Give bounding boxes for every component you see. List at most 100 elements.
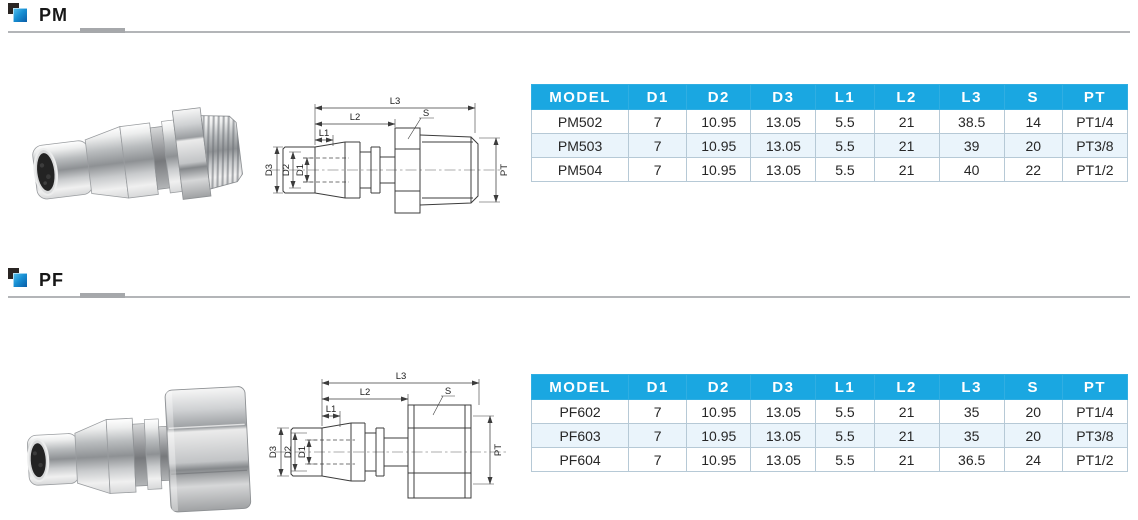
table-cell: 21 bbox=[873, 157, 940, 182]
column-header: D1 bbox=[628, 374, 688, 400]
table-cell: PF603 bbox=[530, 423, 630, 448]
table-cell: PM504 bbox=[530, 157, 630, 182]
dim-label-s: S bbox=[423, 108, 429, 119]
dim-label-pt: PT bbox=[499, 164, 508, 176]
table-cell: 21 bbox=[873, 133, 940, 158]
table-cell: 7 bbox=[628, 157, 688, 182]
pf-section-title: PF bbox=[39, 270, 65, 290]
column-header: D2 bbox=[686, 374, 752, 400]
dim-label-l2: L2 bbox=[350, 112, 361, 123]
table-cell: 35 bbox=[938, 399, 1005, 424]
column-header: MODEL bbox=[530, 84, 630, 110]
table-cell: PT1/4 bbox=[1061, 399, 1129, 424]
table-cell: PM503 bbox=[530, 133, 630, 158]
mark-blue-square bbox=[13, 8, 27, 22]
table-cell: 13.05 bbox=[750, 133, 817, 158]
table-cell: 5.5 bbox=[815, 109, 875, 134]
table-cell: 13.05 bbox=[750, 109, 817, 134]
table-cell: PM502 bbox=[530, 109, 630, 134]
table-cell: 7 bbox=[628, 399, 688, 424]
dim-label-d2: D2 bbox=[283, 446, 294, 458]
table-cell: 5.5 bbox=[815, 133, 875, 158]
dim-label-d2: D2 bbox=[281, 164, 292, 176]
pm-technical-drawing: L3 L2 L1 S D3 D2 D1 PT bbox=[264, 96, 508, 214]
table-cell: 40 bbox=[938, 157, 1005, 182]
table-cell: 21 bbox=[873, 399, 940, 424]
column-header: D3 bbox=[750, 374, 817, 400]
column-header: L3 bbox=[938, 84, 1005, 110]
dim-label-d1: D1 bbox=[297, 446, 308, 458]
table-cell: 10.95 bbox=[686, 109, 752, 134]
table-cell: 13.05 bbox=[750, 423, 817, 448]
column-header: L1 bbox=[815, 84, 875, 110]
table-cell: 39 bbox=[938, 133, 1005, 158]
table-cell: 7 bbox=[628, 109, 688, 134]
pf-divider-rule bbox=[8, 296, 1130, 298]
table-cell: PF604 bbox=[530, 447, 630, 472]
pm-product-photo bbox=[32, 107, 243, 200]
table-cell: 14 bbox=[1003, 109, 1063, 134]
pf-divider-segment bbox=[80, 293, 125, 298]
table-cell: 5.5 bbox=[815, 447, 875, 472]
pf-section-mark-icon bbox=[8, 268, 28, 288]
table-cell: 38.5 bbox=[938, 109, 1005, 134]
table-cell: 5.5 bbox=[815, 399, 875, 424]
table-cell: 5.5 bbox=[815, 423, 875, 448]
column-header: D2 bbox=[686, 84, 752, 110]
column-header: D1 bbox=[628, 84, 688, 110]
table-cell: 7 bbox=[628, 133, 688, 158]
dim-label-pt: PT bbox=[493, 444, 504, 456]
table-cell: 22 bbox=[1003, 157, 1063, 182]
table-cell: 13.05 bbox=[750, 399, 817, 424]
column-header: PT bbox=[1061, 84, 1129, 110]
column-header: S bbox=[1003, 84, 1063, 110]
table-cell: PT3/8 bbox=[1061, 133, 1129, 158]
table-cell: 35 bbox=[938, 423, 1005, 448]
pm-divider-rule bbox=[8, 31, 1130, 33]
column-header: L2 bbox=[873, 374, 940, 400]
table-cell: 10.95 bbox=[686, 399, 752, 424]
dim-label-l3: L3 bbox=[390, 96, 401, 107]
table-cell: 21 bbox=[873, 109, 940, 134]
table-cell: 21 bbox=[873, 447, 940, 472]
table-cell: 10.95 bbox=[686, 157, 752, 182]
dim-label-l2: L2 bbox=[360, 387, 371, 398]
pm-section-mark-icon bbox=[8, 3, 28, 23]
table-cell: 5.5 bbox=[815, 157, 875, 182]
table-cell: 20 bbox=[1003, 399, 1063, 424]
table-cell: 10.95 bbox=[686, 133, 752, 158]
dim-label-d3: D3 bbox=[264, 164, 275, 176]
column-header: L1 bbox=[815, 374, 875, 400]
pf-technical-drawing: L3 L2 L1 S D3 D2 D1 PT bbox=[268, 371, 509, 499]
dim-label-l1: L1 bbox=[319, 128, 330, 139]
dim-label-s: S bbox=[445, 386, 451, 397]
table-cell: 10.95 bbox=[686, 423, 752, 448]
dim-label-d1: D1 bbox=[295, 164, 306, 176]
column-header: L3 bbox=[938, 374, 1005, 400]
table-cell: PT1/2 bbox=[1061, 157, 1129, 182]
table-cell: PT1/2 bbox=[1061, 447, 1129, 472]
table-cell: 36.5 bbox=[938, 447, 1005, 472]
dim-label-l3: L3 bbox=[396, 371, 407, 382]
table-cell: 21 bbox=[873, 423, 940, 448]
dim-label-l1: L1 bbox=[326, 404, 337, 415]
table-cell: 13.05 bbox=[750, 157, 817, 182]
column-header: MODEL bbox=[530, 374, 630, 400]
column-header: D3 bbox=[750, 84, 817, 110]
table-cell: 10.95 bbox=[686, 447, 752, 472]
pf-product-photo bbox=[27, 386, 252, 513]
pm-section-title: PM bbox=[39, 5, 68, 25]
table-cell: 20 bbox=[1003, 423, 1063, 448]
dim-label-d3: D3 bbox=[268, 446, 279, 458]
mark-blue-square bbox=[13, 273, 27, 287]
